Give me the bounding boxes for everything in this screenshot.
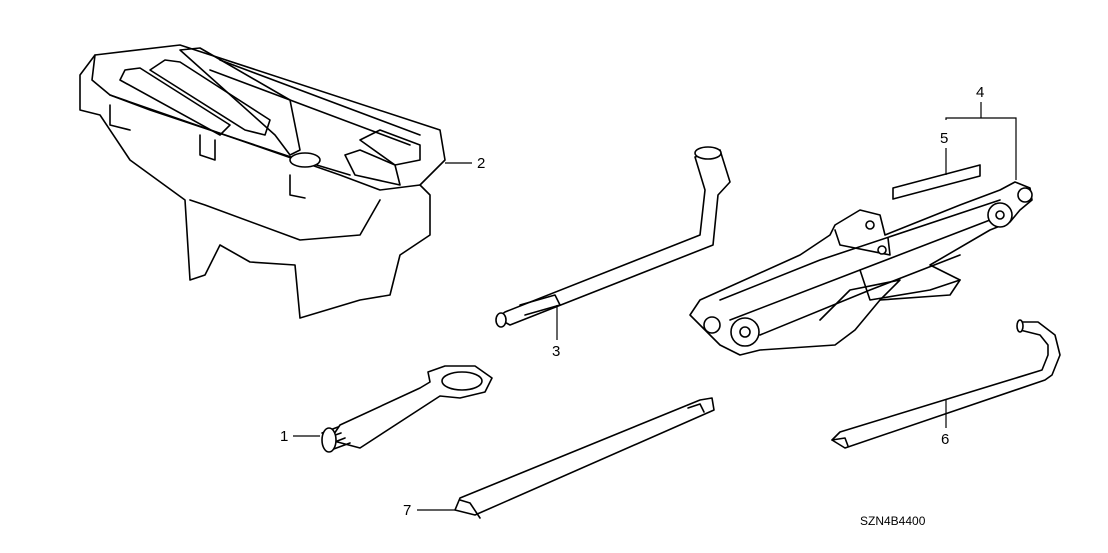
towing-hook-part (321, 365, 493, 453)
wheel-nut-wrench-part (495, 146, 731, 328)
extension-bar-part (454, 397, 715, 519)
jack-assembly-part (689, 181, 1033, 356)
callout-2: 2 (477, 155, 485, 172)
tool-tray-part (79, 44, 446, 319)
callout-5: 5 (940, 130, 948, 147)
callout-1: 1 (280, 428, 288, 445)
jack-label-part (892, 164, 981, 200)
diagram-code: SZN4B4400 (860, 514, 926, 528)
callout-6: 6 (941, 431, 949, 448)
callout-7: 7 (403, 502, 411, 519)
jack-handle-part (831, 319, 1061, 449)
callout-4: 4 (976, 84, 984, 101)
callout-3: 3 (552, 343, 560, 360)
